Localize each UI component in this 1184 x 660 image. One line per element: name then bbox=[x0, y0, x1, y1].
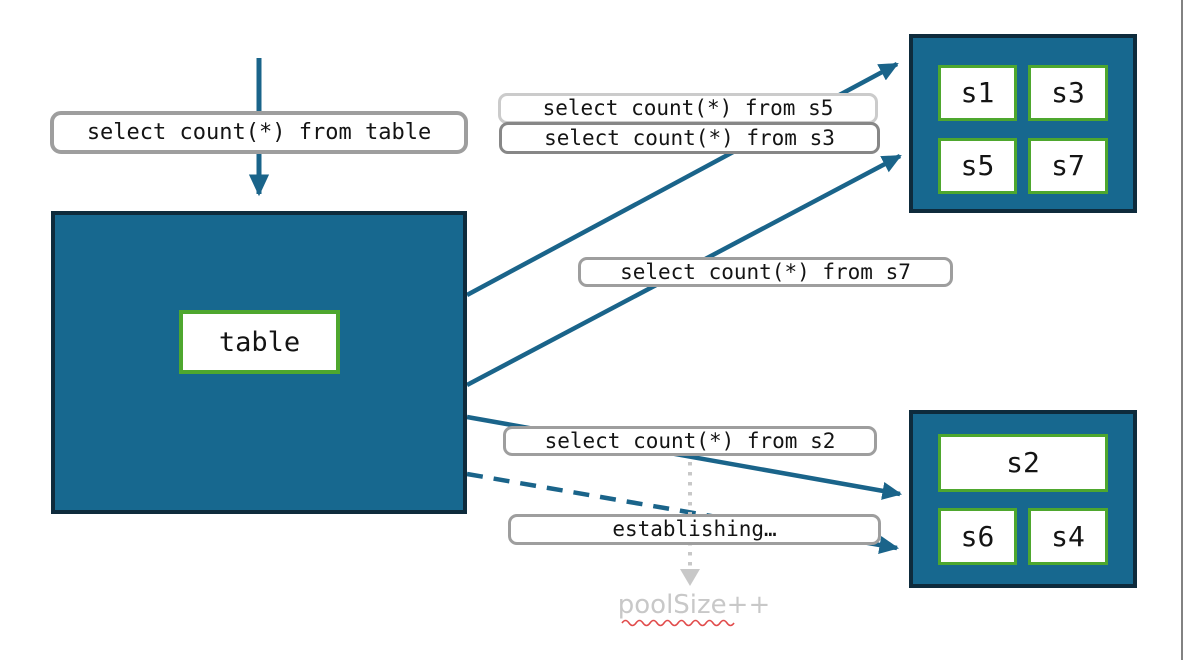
query-label-s7-text: select count(*) from s7 bbox=[620, 259, 911, 284]
pool-annotation-text: poolSize++ bbox=[617, 590, 771, 620]
table-node-label-box: table bbox=[179, 310, 340, 374]
table-node: table bbox=[51, 211, 467, 514]
shard-s4-label: s4 bbox=[1051, 519, 1085, 553]
query-label-s5: select count(*) from s5 bbox=[498, 93, 878, 124]
table-node-label: table bbox=[218, 326, 301, 358]
shard-s7: s7 bbox=[1028, 138, 1108, 194]
shard-s3-label: s3 bbox=[1051, 76, 1085, 109]
shard-group-bottom: s2 s6 s4 bbox=[909, 410, 1137, 588]
pool-annotation: poolSize++ bbox=[612, 590, 776, 620]
shard-s2: s2 bbox=[938, 434, 1108, 492]
shard-s4: s4 bbox=[1028, 508, 1108, 565]
query-label-s3-text: select count(*) from s3 bbox=[544, 125, 835, 150]
shard-s5: s5 bbox=[938, 138, 1017, 194]
shard-s2-label: s2 bbox=[1006, 446, 1040, 479]
shard-s1-label: s1 bbox=[960, 76, 995, 109]
shard-group-top: s1 s3 s5 s7 bbox=[909, 34, 1137, 213]
shard-s7-label: s7 bbox=[1051, 149, 1085, 182]
shard-s6-label: s6 bbox=[960, 519, 995, 553]
query-label-s2-text: select count(*) from s2 bbox=[544, 428, 836, 453]
spellcheck-squiggle bbox=[621, 619, 735, 627]
shard-s5-label: s5 bbox=[960, 149, 995, 182]
query-label-client-text: select count(*) from table bbox=[86, 119, 432, 145]
shard-s6: s6 bbox=[938, 508, 1017, 565]
query-label-s7: select count(*) from s7 bbox=[578, 257, 953, 287]
gray-arrowhead-icon bbox=[680, 569, 700, 586]
right-edge-line bbox=[1181, 0, 1183, 660]
query-label-establishing: establishing… bbox=[508, 514, 881, 545]
query-label-establishing-text: establishing… bbox=[612, 517, 777, 541]
shard-s1: s1 bbox=[938, 65, 1017, 121]
shard-s3: s3 bbox=[1028, 65, 1108, 121]
query-label-s5-text: select count(*) from s5 bbox=[542, 96, 834, 120]
query-label-client: select count(*) from table bbox=[50, 111, 468, 154]
query-label-s2: select count(*) from s2 bbox=[503, 426, 877, 456]
query-label-s3: select count(*) from s3 bbox=[499, 122, 880, 154]
